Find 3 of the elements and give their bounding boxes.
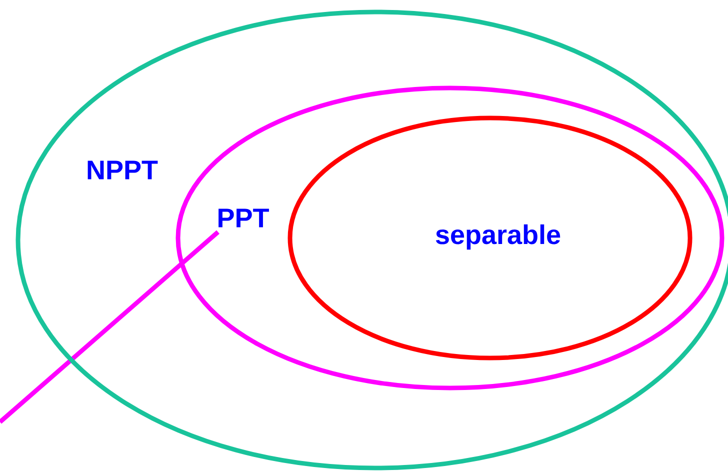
ellipse-label: separable — [436, 224, 560, 250]
ellipse-label: PPT — [218, 208, 269, 228]
ellipse-label: NPPT — [88, 160, 158, 180]
